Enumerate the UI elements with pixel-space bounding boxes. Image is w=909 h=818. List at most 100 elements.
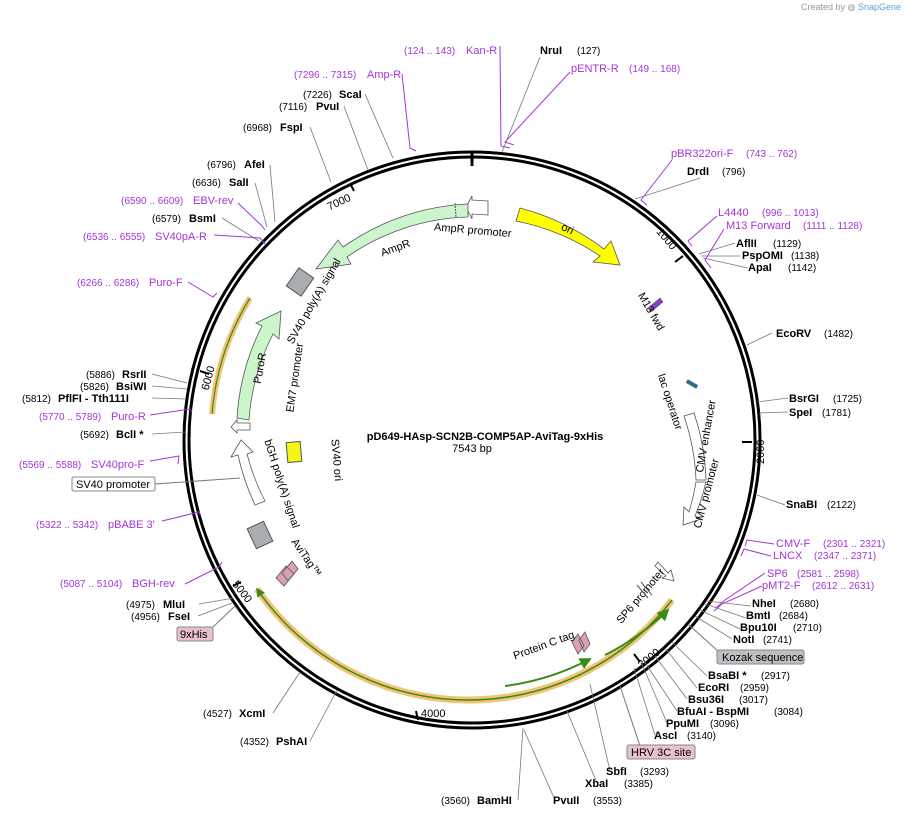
enzyme-position: (3140)	[687, 731, 716, 742]
enzyme-name: EcoRI	[698, 682, 729, 694]
primer-labels: (124 .. 143) Kan-R pENTR-R (149 .. 168) …	[19, 45, 885, 592]
enzyme-position: (2680)	[790, 599, 819, 610]
enzyme-position: (2917)	[761, 671, 790, 682]
primer-name: L4440	[718, 207, 749, 219]
enzyme-name: PvuII	[553, 795, 579, 807]
enzyme-position: (4352)	[240, 737, 269, 748]
enzyme-name: EcoRV	[776, 328, 812, 340]
primer-name: pMT2-F	[762, 580, 801, 592]
sv40-ori-label: SV40 ori	[328, 438, 344, 481]
enzyme-name: Bpu10I	[740, 622, 777, 634]
enzyme-name: NruI	[540, 45, 562, 57]
primer-range: (6590 .. 6609)	[121, 196, 183, 207]
lac-operator-feature	[685, 379, 699, 389]
primer-name: CMV-F	[776, 538, 811, 550]
enzyme-position: (4527)	[203, 709, 232, 720]
enzyme-position: (3553)	[593, 796, 622, 807]
sv40-ori-feature	[285, 440, 303, 464]
enzyme-name: FspI	[280, 122, 303, 134]
enzyme-name: BmtI	[746, 610, 770, 622]
primer-range: (5770 .. 5789)	[39, 412, 101, 423]
ninexhis-label: 9xHis	[180, 629, 208, 641]
cds-arrow	[504, 658, 592, 687]
primer-range: (2581 .. 2598)	[797, 569, 859, 580]
enzyme-name: PvuI	[316, 101, 339, 113]
primer-name: Puro-R	[111, 411, 146, 423]
primer-name: BGH-rev	[132, 578, 175, 590]
primer-range: (743 .. 762)	[746, 149, 797, 160]
site-marker	[640, 581, 653, 596]
sv40-polya-feature	[285, 267, 315, 297]
snapgene-logo-icon: ◍	[847, 2, 856, 12]
enzyme-position: (4956)	[131, 612, 160, 623]
enzyme-position: (3084)	[774, 707, 803, 718]
enzyme-position: (2741)	[763, 635, 792, 646]
avitag-feature	[275, 560, 299, 587]
cmv-enhancer-feature	[683, 412, 707, 481]
enzyme-name: BamHI	[477, 795, 512, 807]
enzyme-name: DrdI	[687, 166, 709, 178]
enzyme-name: ScaI	[339, 89, 362, 101]
enzyme-name: FseI	[168, 611, 190, 623]
primer-name: SV40pro-F	[91, 459, 144, 471]
primer-name: LNCX	[773, 550, 803, 562]
primer-range: (124 .. 143)	[404, 46, 455, 57]
ori-label: ori	[559, 221, 575, 237]
enzyme-name: Bsu36I	[688, 694, 724, 706]
plasmid-size: 7543 bp	[452, 443, 492, 455]
enzyme-position: (4975)	[126, 600, 155, 611]
enzyme-name: MluI	[163, 599, 185, 611]
enzyme-position: (5886)	[86, 370, 115, 381]
sv40-promoter-label: SV40 promoter	[76, 479, 150, 491]
enzyme-name: BsrGI	[789, 393, 819, 405]
enzyme-position: (796)	[722, 167, 745, 178]
enzyme-position: (3385)	[624, 779, 653, 790]
primer-range: (149 .. 168)	[629, 64, 680, 75]
enzyme-position: (6796)	[207, 160, 236, 171]
enzyme-name: SpeI	[789, 407, 812, 419]
enzyme-position: (7226)	[303, 90, 332, 101]
sp6-promoter-feature	[654, 561, 675, 582]
primer-range: (6536 .. 6555)	[83, 232, 145, 243]
protein-c-tag-feature	[571, 631, 591, 655]
primer-name: Kan-R	[466, 45, 497, 57]
lac-operator-label: lac operator	[655, 372, 684, 431]
puror-feature	[236, 310, 282, 421]
primer-range: (5322 .. 5342)	[36, 520, 98, 531]
primer-range: (6266 .. 6286)	[77, 278, 139, 289]
m13-fwd-label: M13 fwd	[635, 291, 666, 333]
enzyme-position: (3096)	[710, 719, 739, 730]
enzyme-name: SbfI	[606, 766, 627, 778]
cmv-promoter-feature	[682, 481, 707, 526]
enzyme-name: BsiWI	[116, 381, 147, 393]
primer-range: (2612 .. 2631)	[812, 581, 874, 592]
primer-range: (996 .. 1013)	[762, 208, 819, 219]
protein-c-tag-label: Protein C tag	[512, 629, 576, 662]
primer-name: pBABE 3'	[108, 519, 155, 531]
enzyme-name: RsrII	[122, 369, 146, 381]
enzyme-position: (1138)	[791, 251, 819, 262]
ampr-promoter-feature	[465, 195, 489, 220]
enzyme-position: (3017)	[739, 695, 768, 706]
enzyme-name: SalI	[229, 177, 249, 189]
enzyme-sites	[151, 56, 789, 801]
primer-range: (2347 .. 2371)	[814, 551, 876, 562]
enzyme-position: (2122)	[827, 500, 856, 511]
enzyme-position: (5826)	[80, 382, 109, 393]
ampr-promoter-label: AmpR promoter	[434, 221, 513, 240]
snapgene-credit: Created by ◍ SnapGene	[801, 2, 901, 13]
primer-name: Puro-F	[149, 277, 183, 289]
primer-name: pENTR-R	[571, 63, 619, 75]
m13-fwd-feature	[647, 297, 664, 313]
primer-name: pBR322ori-F	[671, 148, 734, 160]
primer-range: (5569 .. 5588)	[19, 460, 81, 471]
enzyme-name: BclI *	[116, 429, 144, 441]
enzyme-position: (2959)	[740, 683, 769, 694]
primer-name: EBV-rev	[193, 195, 234, 207]
enzyme-position: (6579)	[152, 214, 181, 225]
enzyme-position: (2684)	[779, 611, 808, 622]
primer-name: SV40pA-R	[155, 231, 207, 243]
plasmid-name: pD649-HAsp-SCN2B-COMP5AP-AviTag-9xHis	[367, 431, 604, 443]
enzyme-position: (2710)	[793, 623, 822, 634]
